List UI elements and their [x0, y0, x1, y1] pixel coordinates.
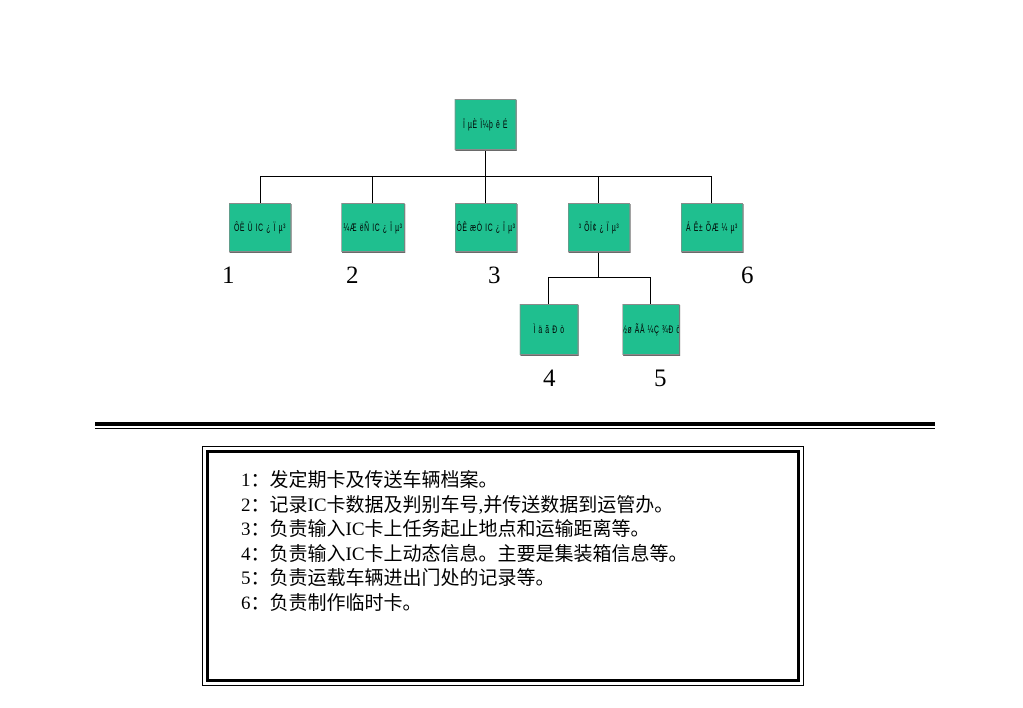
legend-inner-frame	[206, 450, 800, 682]
node-6-label: Á Ê± ÕÆ ¼ µ³	[686, 221, 738, 234]
node-4-parent: ³ ÕÏ¢ ¿ Ï µ³	[568, 203, 630, 252]
number-5: 5	[654, 365, 667, 392]
legend-line-4: 4：负责输入IC卡上动态信息。主要是集装箱信息等。	[241, 543, 688, 565]
root-stem	[485, 149, 486, 176]
legend-text: 1：发定期卡及传送车辆档案。 2：记录IC卡数据及判别车号,并传送数据到运管办。…	[241, 469, 688, 616]
node-1-label: ÔË Ü IC ¿ Ï µ³	[233, 221, 287, 234]
node-5-label: ½ø ÃÅ ¼Ç ¾Ð ò	[622, 323, 680, 336]
legend-line-2: 2：记录IC卡数据及判别车号,并传送数据到运管办。	[241, 494, 674, 516]
legend-line-6: 6：负责制作临时卡。	[241, 592, 422, 614]
number-6: 6	[741, 262, 754, 289]
legend-line-3: 3：负责输入IC卡上任务起止地点和运输距离等。	[241, 519, 650, 540]
legend-line-1: 1：发定期卡及传送车辆档案。	[241, 470, 498, 491]
node-5: ½ø ÃÅ ¼Ç ¾Ð ò	[622, 304, 680, 355]
node-2-label: ¼Æ ëÑ IC ¿ Ï µ³	[343, 221, 403, 234]
sub-stem	[598, 251, 599, 277]
number-2: 2	[346, 262, 359, 289]
number-4: 4	[543, 365, 556, 392]
branch-6	[711, 176, 712, 203]
legend-line-5: 5：负责运载车辆进出门处的记录等。	[241, 568, 555, 589]
node-2: ¼Æ ëÑ IC ¿ Ï µ³	[341, 203, 405, 252]
node-6: Á Ê± ÕÆ ¼ µ³	[681, 203, 743, 252]
root-node-label: Ï µÈ Ï¼þ ê É	[462, 118, 509, 131]
level2-bus	[548, 277, 650, 278]
branch-3	[485, 176, 486, 203]
legend-box: 1：发定期卡及传送车辆档案。 2：记录IC卡数据及判别车号,并传送数据到运管办。…	[202, 446, 804, 686]
divider-thick	[95, 422, 935, 426]
branch-2	[372, 176, 373, 203]
branch-4	[598, 176, 599, 203]
branch-sub-4	[548, 277, 549, 304]
branch-1	[260, 176, 261, 203]
node-4-label: Ì ä ã Ð ò	[533, 323, 565, 336]
node-4-parent-label: ³ ÕÏ¢ ¿ Ï µ³	[578, 221, 620, 234]
number-3: 3	[488, 262, 501, 289]
root-node: Ï µÈ Ï¼þ ê É	[454, 99, 517, 150]
node-1: ÔË Ü IC ¿ Ï µ³	[229, 203, 291, 252]
number-1: 1	[222, 262, 235, 289]
divider-thin	[95, 428, 935, 429]
node-4: Ì ä ã Ð ò	[519, 304, 579, 355]
branch-sub-5	[650, 277, 651, 304]
node-3-label: ÔÊ æÒ IC ¿ Ï µ³	[456, 221, 516, 234]
node-3: ÔÊ æÒ IC ¿ Ï µ³	[455, 203, 517, 252]
